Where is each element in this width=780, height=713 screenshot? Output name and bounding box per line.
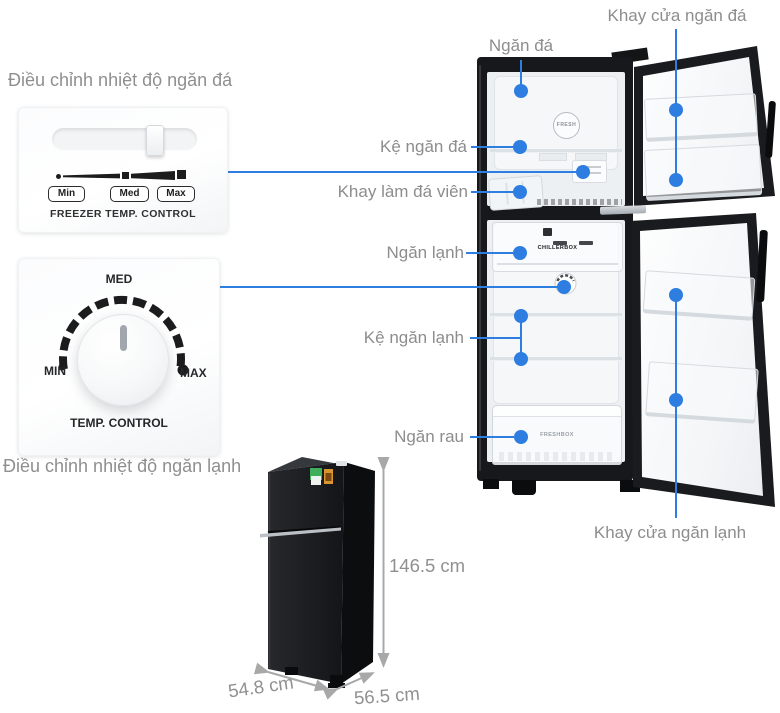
depth-arrow (322, 672, 375, 700)
drawer-label: FRESHBOX (540, 432, 574, 438)
ice-cube-tray (487, 175, 545, 211)
fridge-temp-dial-knob (77, 314, 169, 406)
dial-panel-caption: TEMP. CONTROL (70, 416, 168, 430)
fridge-door-tray-1 (642, 270, 756, 321)
freezer-temp-control-panel: Min Med Max FREEZER TEMP. CONTROL (18, 107, 228, 233)
dial-knob-indicator (119, 325, 127, 351)
freezer-door-handle (765, 100, 776, 159)
dial-min-label: MIN (44, 364, 66, 378)
callout-fridge-shelf: Kệ ngăn lạnh (363, 328, 464, 347)
callout-vegetable-drawer: Ngăn rau (394, 427, 464, 446)
scale-segment-1 (63, 173, 120, 179)
depth-dimension: 56.5 cm (353, 682, 421, 709)
freezer-med-label: Med (110, 186, 149, 202)
door-latch (599, 205, 647, 215)
fridge-foot (483, 479, 499, 489)
dial-arc (58, 296, 189, 376)
fridge-door (622, 210, 780, 512)
freezer-inner-temp-control (572, 160, 607, 183)
dial-med-label: MED (105, 272, 133, 286)
freezer-temp-slider-track (52, 125, 197, 156)
fridge-cavity: CHILLERBOX FRESHBOX (487, 220, 625, 465)
fridge-door-liner (640, 223, 763, 496)
brand-logo (336, 461, 347, 466)
fridge-door-handle (756, 229, 768, 303)
freezer-min-label: Min (48, 186, 85, 202)
fridge-front-face (268, 462, 344, 684)
vegetable-drawer: FRESHBOX (492, 405, 622, 465)
scale-med-mark (122, 172, 129, 179)
ice-tray-divider (521, 181, 525, 204)
fridge-side-face (341, 462, 375, 684)
fridge-adjust-heading: Điều chỉnh nhiệt độ ngăn lạnh (3, 456, 242, 476)
callout-freezer-door-tray: Khay cửa ngăn đá (607, 6, 747, 25)
height-dimension: 146.5 cm (389, 555, 466, 576)
fridge-door-tray-2 (645, 361, 759, 424)
temp-control-line (578, 166, 601, 168)
freezer-panel-caption: FREEZER TEMP. CONTROL (50, 208, 196, 220)
fridge-inner-dial (554, 272, 577, 295)
freezer-shelf (490, 149, 622, 153)
freezer-door-tray-1 (643, 93, 759, 142)
dial-max-label: MAX (180, 366, 207, 380)
callout-fridge-compartment: Ngăn lạnh (386, 243, 464, 262)
callout-ice-cube-tray: Khay làm đá viên (337, 182, 468, 201)
chiller-icon (543, 228, 552, 236)
scale-min-dot (56, 174, 61, 179)
freezer-cavity: FRESH (487, 72, 625, 211)
fresh-logo: FRESH (553, 112, 580, 139)
closed-fridge-handle (260, 527, 341, 538)
body-edge-highlight (479, 65, 481, 471)
freezer-max-label: Max (157, 186, 195, 202)
freezer-temp-slider-knob (146, 125, 164, 156)
drawer-lip (493, 406, 621, 417)
ice-tray-divider (505, 182, 509, 205)
callout-fridge-door-tray: Khay cửa ngăn lạnh (593, 523, 747, 542)
scale-segment-2 (131, 171, 175, 180)
fridge-temp-control-panel: MED MIN MAX TEMP. CONTROL (18, 258, 220, 456)
fridge-top-face (268, 457, 375, 472)
freezer-shelf-slot (539, 153, 567, 161)
temp-control-line (578, 172, 601, 174)
ice-texture (537, 199, 622, 205)
chiller-box: CHILLERBOX (492, 222, 623, 272)
chiller-slot (553, 241, 567, 245)
inner-dial-arc (556, 274, 575, 282)
fridge-shelf-2 (490, 357, 622, 361)
energy-sticker-body (311, 476, 321, 485)
freezer-adjust-heading: Điều chỉnh nhiệt độ ngăn đá (8, 70, 233, 90)
chiller-box-label: CHILLERBOX (537, 245, 578, 251)
callout-freezer-shelf: Kệ ngăn đá (380, 137, 467, 156)
callout-freezer-compartment: Ngăn đá (488, 36, 554, 55)
brand-sticker-center (325, 473, 332, 481)
closed-fridge-figure (253, 457, 390, 700)
freezer-door (628, 44, 780, 214)
fridge-body: FRESH CHILLERBOX (477, 57, 633, 481)
width-arrow (253, 662, 330, 692)
freezer-door-tray-2 (643, 143, 763, 202)
scale-max-mark (177, 170, 186, 179)
fridge-shelf-1 (490, 313, 622, 317)
dial-arc-dashes (59, 296, 185, 370)
closed-fridge-foot (330, 675, 343, 684)
chiller-slot (579, 241, 593, 245)
chiller-rail (497, 263, 618, 265)
drawer-ribs (499, 452, 615, 461)
freezer-temp-scale (52, 169, 202, 183)
fridge-foot (512, 480, 536, 495)
dial-max-dot (177, 364, 189, 376)
dial-min-dot (58, 363, 66, 371)
